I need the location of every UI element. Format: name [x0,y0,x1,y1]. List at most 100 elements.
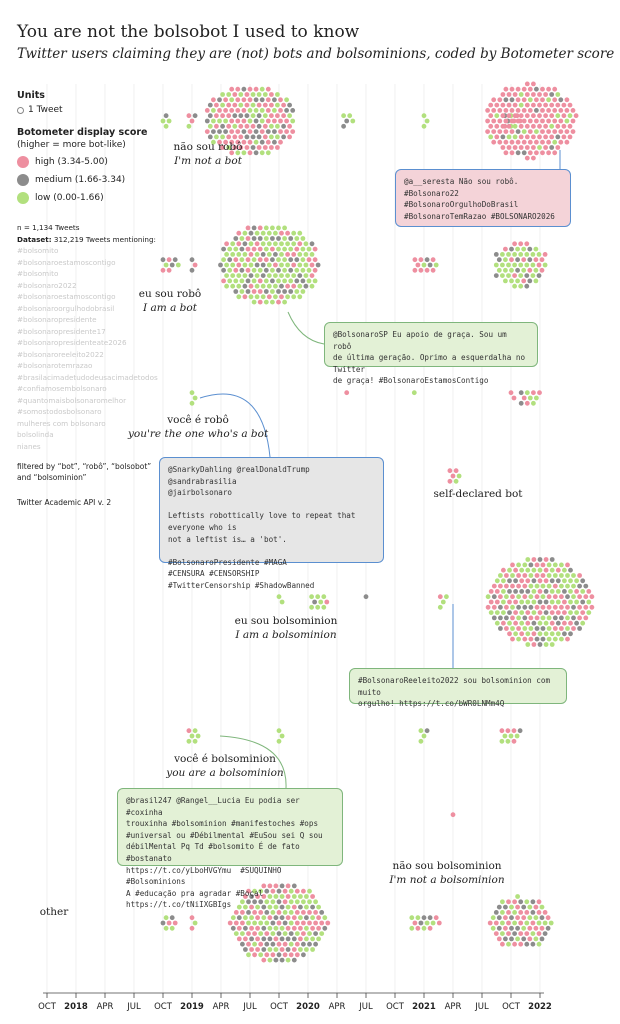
dataset-label: Dataset: [17,234,52,244]
tweet-dot [527,129,533,135]
tweet-dot [273,241,278,247]
tweet-dot [229,86,235,92]
tweet-dot [552,129,558,135]
tweet-dot [304,947,309,952]
tweet-dot [261,936,267,942]
tweet-dot [522,626,528,631]
tweet-dot [515,904,520,910]
tweet-dot [500,931,505,936]
tweet-dot [288,236,294,241]
tweet-dot [297,283,303,289]
tweet-dot [273,230,278,236]
tweet-dot [255,925,260,931]
tweet-dot [504,615,509,621]
tweet-dot [571,583,576,589]
tweet-dot [282,910,288,915]
tweet-dot [266,230,272,236]
tweet-dot [278,97,283,103]
tweet-dot [310,904,315,910]
tweet-dot [418,257,424,263]
tick-label: OCT [502,1002,520,1012]
tweet-dot [270,920,276,926]
tweet-dot [250,113,256,119]
tweet-dot [282,246,287,252]
tweet-dot [217,118,222,124]
tweet-dot [525,610,531,615]
tweet-dot [548,920,554,926]
tweet-dot [540,97,545,103]
tweet-dot [175,262,181,268]
tweet-dot [306,246,312,252]
tweet-dot [498,583,503,589]
tweet-dot [303,273,309,278]
tweet-dot [534,150,539,156]
tweet-dot [217,108,222,113]
tweet-dot [552,108,558,113]
tweet-dot [239,236,245,241]
tweet-dot [530,931,536,936]
tweet-dot [279,947,285,952]
dataset-info: n = 1,134 Tweets Dataset: 312,219 Tweets… [17,222,167,452]
tweet-dot [261,925,267,931]
tweet-dot [233,910,239,915]
tweet-dot [518,241,524,247]
tweet-dot [559,615,564,621]
tweet-dot [235,150,241,156]
tweet-dot [269,123,274,129]
tweet-dot [279,915,285,921]
tweet-dot [258,888,264,894]
tweet-dot [503,257,508,263]
hashtag-item: bolsolinda [17,430,54,439]
tweet-dot [245,225,251,231]
tweet-dot [516,636,521,642]
tweet-dot [421,733,427,739]
tweet-dot [555,620,561,626]
tweet-dot [559,583,564,589]
tweet-dot [245,267,251,273]
tweet-dot [559,626,564,631]
tweet-dot [207,134,213,140]
tweet-dot [580,620,586,626]
tweet-dot [533,915,539,921]
tweet-dot [246,899,251,905]
tweet-dot [282,289,287,294]
tweet-dot [536,920,542,926]
tweet-dot [528,636,534,642]
tweet-dot [259,129,265,135]
tweet-dot [163,113,169,119]
tweet-dot [273,947,279,952]
tweet-dot [534,562,540,568]
tweet-dot [282,257,287,263]
tweet-dot [294,941,300,947]
tweet-dot [195,733,201,739]
tweet-dot [301,941,306,947]
page-title: You are not the bolsobot I used to know [17,22,360,42]
tweet-dot [534,118,539,124]
tweet-dot [226,134,232,140]
tick-label: JUL [359,1002,373,1012]
tweet-dot [276,278,281,284]
tweet-dot [291,894,297,899]
tweet-dot [516,594,521,600]
tweet-dot [512,241,517,247]
tweet-dot [519,631,525,637]
tweet-dot [524,400,530,406]
tweet-dot [433,262,439,268]
tweet-dot [229,97,235,103]
tweet-dot [250,123,256,129]
tweet-dot [226,92,232,97]
tweet-dot [267,957,273,963]
tweet-dot [510,604,515,610]
tweet-dot [291,283,297,289]
tweet-dot [285,230,290,236]
tweet-dot [257,246,263,252]
tweet-dot [309,594,314,600]
tweet-dot [313,899,318,905]
tweet-dot [564,108,570,113]
hashtag-item: #bolsonarotemrazao [17,361,93,370]
tweet-dot [516,615,521,621]
tweet-dot [278,108,283,113]
tweet-dot [531,92,536,97]
tweet-dot [506,920,511,926]
tweet-dot [430,257,436,263]
